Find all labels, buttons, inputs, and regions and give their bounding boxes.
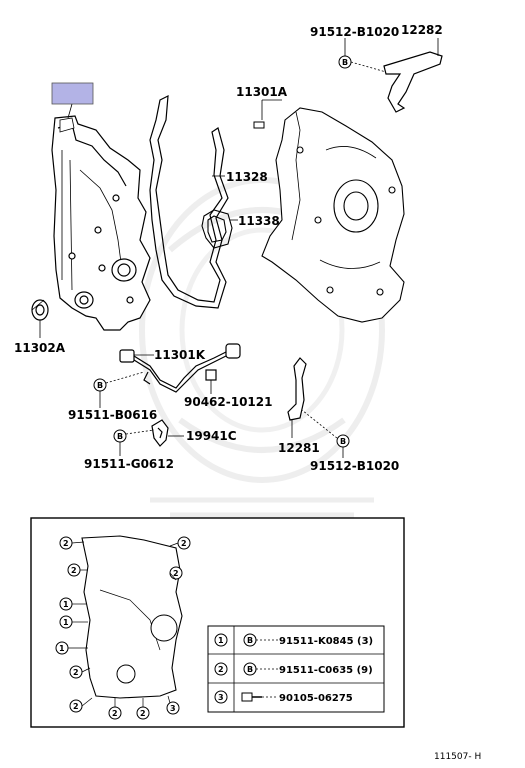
watermark-emblem <box>139 177 385 518</box>
highlight-leader <box>67 103 73 119</box>
inset-cover-outline[interactable] <box>81 535 183 699</box>
label-19941C[interactable]: 19941C <box>186 429 237 443</box>
svg-text:2: 2 <box>73 702 79 711</box>
bolt-line-b0616 <box>105 371 145 384</box>
gasket-11338[interactable] <box>201 209 233 249</box>
label-11338[interactable]: 11338 <box>238 214 280 228</box>
clamp-19941C[interactable] <box>151 419 169 447</box>
svg-text:2: 2 <box>71 566 77 575</box>
legend-num-1: 1 <box>218 636 224 645</box>
legend-part-1[interactable]: 91511-K0845 (3) <box>279 636 373 647</box>
oil-seal[interactable] <box>31 299 49 321</box>
svg-text:1: 1 <box>63 618 69 627</box>
label-90462-10121[interactable]: 90462-10121 <box>184 395 272 409</box>
bolt-marker-b0616: B <box>97 381 103 390</box>
label-11301K[interactable]: 11301K <box>154 348 206 362</box>
bolt-line-top <box>350 61 387 73</box>
svg-text:1: 1 <box>63 600 69 609</box>
svg-text:2: 2 <box>63 539 69 548</box>
inset-legend: 1 B 91511-K0845 (3) 2 B 91511-C0635 (9) … <box>207 625 385 713</box>
label-11328[interactable]: 11328 <box>226 170 268 184</box>
svg-text:1: 1 <box>59 644 65 653</box>
inset-pulley-hole <box>150 614 178 642</box>
selected-part-highlight[interactable] <box>51 82 94 105</box>
svg-text:2: 2 <box>173 569 179 578</box>
reference-code: 111507- H <box>434 752 481 762</box>
label-91511-B0616[interactable]: 91511-B0616 <box>68 408 157 422</box>
label-91512-top[interactable]: 91512-B1020 <box>310 25 399 39</box>
legend-row-1[interactable]: 1 B 91511-K0845 (3) <box>214 633 373 647</box>
legend-num-3: 3 <box>218 693 224 702</box>
dowel-pin-11301A[interactable] <box>253 121 265 129</box>
svg-text:2: 2 <box>73 668 79 677</box>
bracket-12282[interactable] <box>383 51 443 113</box>
legend-marker-2: B <box>247 665 253 674</box>
label-11301A[interactable]: 11301A <box>236 85 288 99</box>
legend-num-2: 2 <box>218 665 224 674</box>
svg-text:2: 2 <box>181 539 187 548</box>
bolt-marker-bottom: B <box>340 437 346 446</box>
legend-part-2[interactable]: 91511-C0635 (9) <box>279 665 373 676</box>
bolt-line-bottom <box>301 409 338 439</box>
label-12282[interactable]: 12282 <box>401 23 443 37</box>
stud-icon <box>241 692 253 702</box>
bolt-line-g0612 <box>125 429 155 435</box>
bolt-marker-top: B <box>342 58 348 67</box>
gasket-11328[interactable] <box>149 94 229 309</box>
inset-leaders <box>68 541 179 707</box>
legend-marker-1: B <box>247 636 253 645</box>
label-11302A[interactable]: 11302A <box>14 341 66 355</box>
svg-text:3: 3 <box>170 704 176 713</box>
legend-row-2[interactable]: 2 B 91511-C0635 (9) <box>214 662 373 676</box>
legend-part-3[interactable]: 90105-06275 <box>279 693 353 704</box>
svg-text:2: 2 <box>140 709 146 718</box>
sensor-wire-11301K[interactable] <box>119 343 241 393</box>
engine-block[interactable] <box>261 107 405 323</box>
label-12281[interactable]: 12281 <box>278 441 320 455</box>
inset-callout-numbers: 2 2 2 2 1 1 1 2 2 2 2 3 <box>59 539 187 718</box>
svg-text:2: 2 <box>112 709 118 718</box>
inset-seal-hole <box>116 664 136 684</box>
label-91512-bottom[interactable]: 91512-B1020 <box>310 459 399 473</box>
legend-row-3[interactable]: 3 90105-06275 <box>214 690 353 704</box>
timing-cover[interactable] <box>51 115 151 331</box>
bolt-marker-g0612: B <box>117 432 123 441</box>
bracket-12281[interactable] <box>287 357 307 421</box>
label-91511-G0612[interactable]: 91511-G0612 <box>84 457 174 471</box>
